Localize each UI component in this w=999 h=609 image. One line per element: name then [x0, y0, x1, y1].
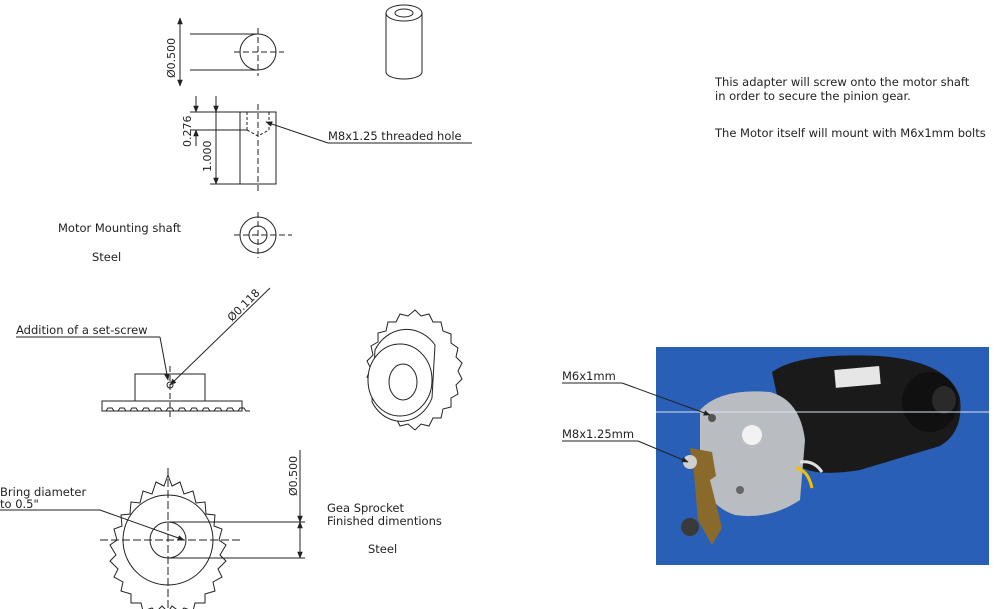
shaft-label: Motor Mounting shaft	[58, 221, 182, 235]
shaft-material: Steel	[92, 250, 121, 264]
sprocket-label-line1: Gea Sprocket	[327, 501, 404, 515]
shaft-height-dim-2: 1.000	[201, 141, 214, 173]
sprocket-label-line2: Finished dimentions	[327, 514, 442, 528]
setscrew-diameter-dim: Ø0.118	[225, 287, 263, 325]
m8-callout: M8x1.25mm	[562, 427, 634, 441]
shaft-isometric	[385, 4, 423, 80]
bracket	[690, 448, 722, 545]
thread-callout: M8x1.25 threaded hole	[328, 129, 462, 143]
adapter-note-line2: in order to secure the pinion gear.	[715, 89, 911, 103]
sprocket-isometric	[366, 309, 463, 431]
shaft-top-view	[177, 17, 284, 87]
shaft-diameter-dim: Ø0.500	[165, 38, 178, 78]
shaft-height-dim-1: 0.276	[181, 116, 194, 148]
shaft-front-view	[190, 96, 472, 192]
adapter-note-line1: This adapter will screw onto the motor s…	[714, 75, 970, 89]
photo-callouts	[562, 382, 711, 463]
sprocket-side-view	[16, 287, 271, 420]
sprocket-front-view	[0, 450, 305, 609]
motor-mount-note: The Motor itself will mount with M6x1mm …	[714, 126, 986, 140]
sprocket-material: Steel	[368, 542, 397, 556]
gearbox	[700, 391, 805, 516]
shaft-bottom-view	[234, 212, 292, 258]
sprocket-diameter-dim: Ø0.500	[287, 456, 300, 496]
bring-diameter-line1: Bring diameter	[0, 485, 86, 499]
setscrew-callout: Addition of a set-screw	[16, 323, 148, 337]
m6-callout: M6x1mm	[562, 369, 616, 383]
bring-diameter-line2: to 0.5"	[0, 497, 39, 511]
motor-photo	[656, 347, 989, 565]
